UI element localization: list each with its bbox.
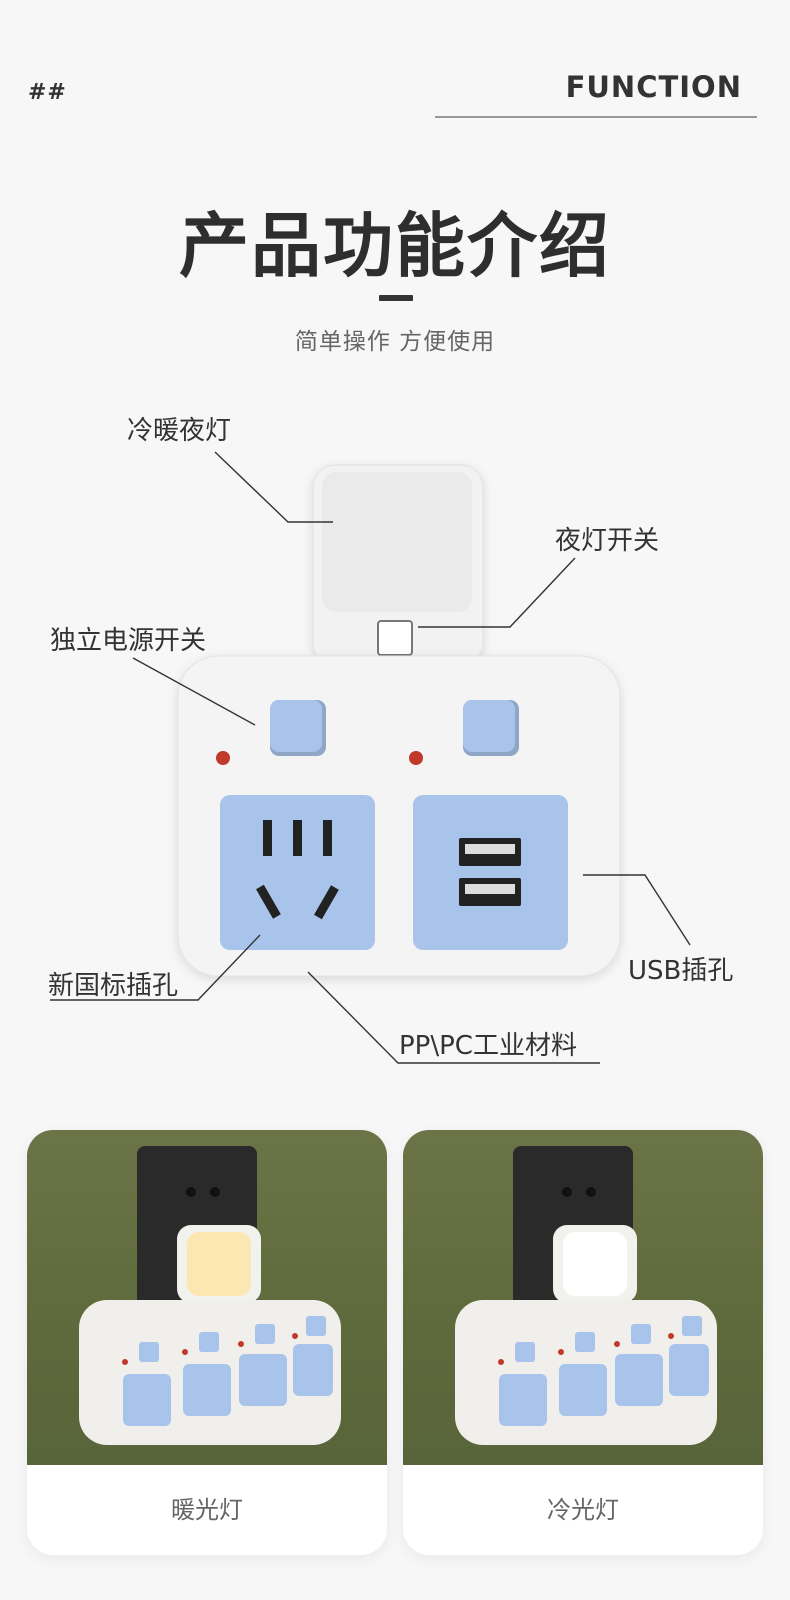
indicator-light-left [216, 751, 230, 765]
night-light-lens [322, 472, 472, 612]
function-rule-divider [435, 116, 757, 118]
warm-night-light-glow [187, 1232, 251, 1296]
product-illustration [50, 451, 691, 1064]
usb-port-tongue [465, 844, 515, 854]
callout-night-light-switch: 夜灯开关 [555, 526, 660, 556]
function-label: FUNCTION [565, 70, 742, 104]
usb-panel [413, 795, 568, 950]
socket-pin [323, 820, 332, 856]
callout-socket: 新国标插孔 [48, 971, 179, 1001]
page-subtitle: 简单操作 方便使用 [294, 329, 496, 355]
cool-light-card: 冷光灯 [403, 1130, 763, 1555]
warm-light-caption: 暖光灯 [171, 1496, 243, 1524]
cool-night-light-glow [563, 1232, 627, 1296]
callout-independent-switch: 独立电源开关 [50, 626, 207, 656]
socket-panel [220, 795, 375, 950]
usb-port-tongue [465, 884, 515, 894]
socket-pin [314, 885, 339, 920]
callout-leader-lines [50, 451, 691, 1064]
socket-pin [293, 820, 302, 856]
socket-pin [263, 820, 272, 856]
cool-light-photo [403, 1130, 763, 1465]
power-switch-left [270, 700, 322, 752]
power-switch-right [463, 700, 515, 752]
socket-pin [256, 884, 281, 919]
title-dash-divider [379, 295, 413, 301]
indicator-light-right [409, 751, 423, 765]
callout-material: PP\PC工业材料 [399, 1031, 577, 1061]
callout-night-light: 冷暖夜灯 [127, 416, 232, 446]
page-title: 产品功能介绍 [179, 205, 611, 287]
section-marker: ## [28, 80, 67, 105]
cool-light-caption: 冷光灯 [547, 1496, 619, 1524]
warm-light-photo [27, 1130, 387, 1465]
callout-usb: USB插孔 [628, 956, 734, 986]
warm-light-card: 暖光灯 [27, 1130, 387, 1555]
night-light-switch [377, 620, 413, 656]
